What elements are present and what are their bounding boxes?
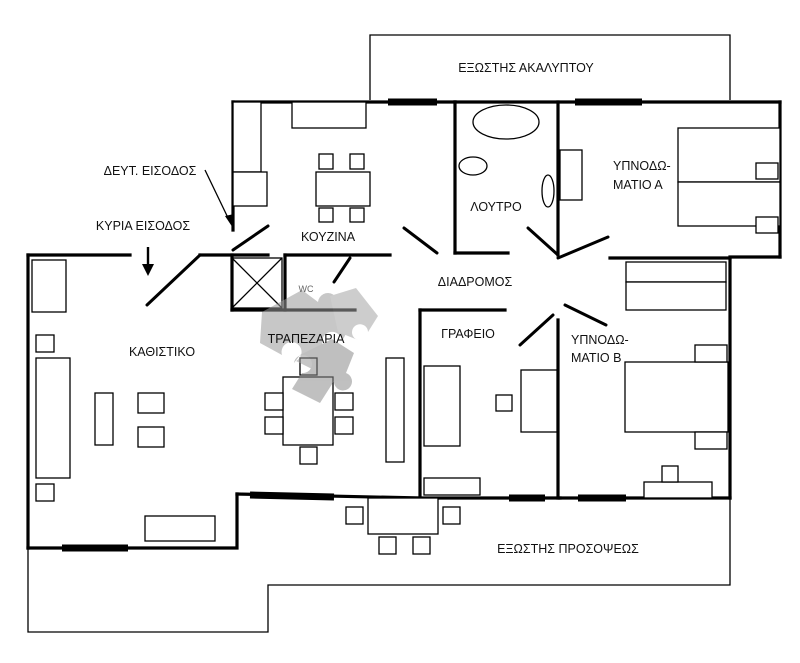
windows (62, 98, 642, 552)
entrance-labels: ΔΕΥΤ. ΕΙΣΟΔΟΣ ΚΥΡΙΑ ΕΙΣΟΔΟΣ (96, 164, 197, 233)
label-dining: ΤΡΑΠΕΖΑΡΙΑ (268, 332, 346, 346)
bedroom-a-furniture (677, 127, 781, 234)
secondary-arrowhead (225, 214, 234, 228)
doors (145, 224, 610, 347)
label-bedroom-a-line1: ΥΠΝΟΔΩ- (613, 159, 671, 173)
label-balcony-rear: ΕΞΩΣΤΗΣ ΑΚΑΛΥΠΤΟΥ (458, 61, 594, 75)
label-bedroom-b-line2: ΜΑΤΙΟ Β (571, 351, 621, 365)
office-furniture (423, 365, 558, 496)
label-balcony-front: ΕΞΩΣΤΗΣ ΠΡΟΣΟΨΕΩΣ (497, 542, 639, 556)
balcony-furniture (345, 497, 461, 555)
entrance-arrows (142, 169, 234, 276)
label-kitchen: ΚΟΥΖΙΝΑ (301, 230, 356, 244)
label-office: ΓΡΑΦΕΙΟ (441, 327, 495, 341)
bathroom-fixtures (458, 104, 583, 208)
label-main-entrance: ΚΥΡΙΑ ΕΙΣΟΔΟΣ (96, 219, 190, 233)
label-secondary-entrance: ΔΕΥΤ. ΕΙΣΟΔΟΣ (104, 164, 197, 178)
label-wc: WC (299, 284, 314, 294)
room-labels: ΕΞΩΣΤΗΣ ΑΚΑΛΥΠΤΟΥ ΕΞΩΣΤΗΣ ΠΡΟΣΟΨΕΩΣ ΚΟΥΖ… (129, 61, 671, 556)
main-arrowhead (142, 264, 154, 276)
label-corridor: ΔΙΑΔΡΟΜΟΣ (438, 275, 513, 289)
bedroom-b-furniture (624, 261, 729, 499)
label-bathroom: ΛΟΥΤΡΟ (470, 200, 522, 214)
kitchen-furniture (232, 101, 371, 223)
puzzle-logo-icon (260, 288, 378, 403)
living-furniture (31, 259, 216, 542)
secondary-entrance-arrow (204, 169, 231, 223)
label-bedroom-b-line1: ΥΠΝΟΔΩ- (571, 333, 629, 347)
label-bedroom-a-line2: ΜΑΤΙΟ Α (613, 178, 663, 192)
terrace-outline (27, 34, 731, 633)
label-living: ΚΑΘΙΣΤΙΚΟ (129, 345, 195, 359)
wc-fixtures (231, 257, 283, 309)
